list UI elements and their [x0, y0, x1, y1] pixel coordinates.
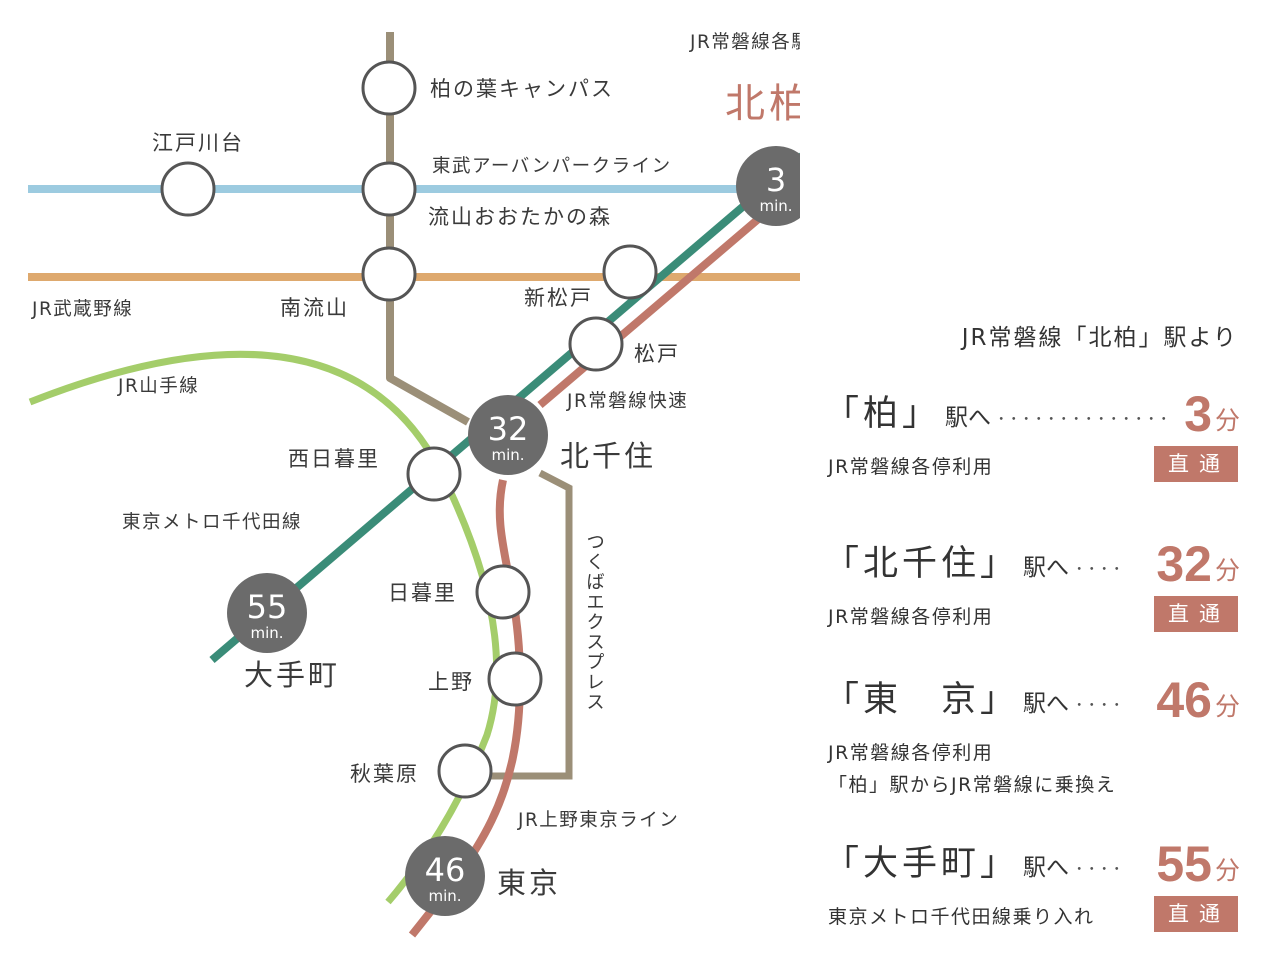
travel-time-panel: JR常磐線「北柏」駅より 「柏」駅へ･･････････････ 3 分 JR常…: [800, 318, 1240, 938]
tsukuba-express-line: [386, 32, 470, 426]
label-kita-senju: 北千住: [560, 439, 656, 473]
route-time-unit: 分: [1214, 856, 1240, 885]
station-nippori: [475, 564, 531, 620]
time-kashiwa: 3: [766, 161, 786, 199]
panel-title: JR常磐線「北柏」駅より: [961, 325, 1238, 351]
route-destination: 「北千住」: [824, 544, 1020, 584]
route-destination: 「柏」: [824, 394, 942, 434]
time-badge-otemachi: 55 min.: [227, 573, 307, 653]
station-edogawadai: [160, 161, 216, 217]
time-badge-kashiwa: 3 min.: [736, 146, 800, 226]
route-note: JR常磐線各停利用: [828, 456, 994, 478]
label-tokyo: 東京: [497, 866, 561, 900]
route-dots: ････: [1075, 560, 1126, 580]
tsukuba-express-line-south: [470, 469, 573, 780]
route-dots: ･･････････････: [997, 410, 1173, 430]
label-edogawadai: 江戸川台: [152, 131, 244, 155]
route-suffix: 駅へ: [1023, 855, 1070, 881]
route-kita-senju: 「北千住」駅へ････ 32 分 JR常磐線各停利用 直通: [800, 536, 1240, 668]
time-otemachi: 55: [247, 588, 288, 626]
label-musashino: JR武蔵野線: [31, 299, 133, 320]
route-dots: ････: [1075, 860, 1126, 880]
label-nishi-nippori: 西日暮里: [288, 447, 380, 471]
time-unit: min.: [491, 446, 524, 464]
yamanote-line: [28, 350, 501, 905]
through-service-badge: 直通: [1154, 896, 1238, 932]
route-kashiwa: 「柏」駅へ･･････････････ 3 分 JR常磐線各停利用 直通: [800, 386, 1240, 518]
route-suffix: 駅へ: [1023, 691, 1070, 717]
label-ueno-tokyo: JR上野東京ライン: [517, 810, 679, 831]
label-otemachi: 大手町: [244, 658, 340, 692]
time-kita-senju: 32: [488, 410, 529, 448]
time-badge-kita-senju: 32 min.: [468, 395, 548, 475]
label-nippori: 日暮里: [388, 581, 457, 605]
time-badge-tokyo: 46 min.: [405, 836, 485, 916]
label-otakanomori: 流山おおたかの森: [428, 205, 612, 229]
label-urban-park: 東武アーバンパークライン: [432, 156, 672, 177]
label-akihabara: 秋葉原: [350, 762, 419, 786]
route-time-unit: 分: [1214, 692, 1240, 721]
route-time-unit: 分: [1214, 406, 1240, 435]
route-destination: 「東 京」: [824, 680, 1020, 720]
route-otemachi: 「大手町」駅へ････ 55 分 東京メトロ千代田線乗り入れ 直通: [800, 836, 1240, 968]
route-note: JR常磐線各停利用: [828, 606, 994, 628]
label-tokiwa-local: JR常磐線各駅停車: [689, 32, 800, 53]
route-time-unit: 分: [1214, 556, 1240, 585]
route-time: 46: [1156, 672, 1212, 728]
label-tsukuba: つくばエクスプレス: [584, 532, 605, 712]
route-time: 3: [1184, 386, 1212, 442]
station-akihabara: [437, 743, 493, 799]
label-tokiwa-rapid: JR常磐線快速: [566, 391, 688, 412]
label-kitakashiwa: 北柏: [725, 81, 800, 127]
station-nishi-nippori: [406, 446, 462, 502]
route-dots: ････: [1075, 696, 1126, 716]
label-matsudo: 松戸: [634, 342, 680, 366]
route-time: 55: [1156, 836, 1212, 892]
through-service-badge: 直通: [1154, 596, 1238, 632]
time-unit: min.: [759, 197, 792, 215]
route-note: 東京メトロ千代田線乗り入れ: [828, 906, 1095, 928]
route-map: 3 min. 32 min. 46 min. 55 min. JR常磐線各駅停車…: [28, 32, 800, 938]
route-note-transfer: 「柏」駅からJR常磐線に乗換え: [828, 774, 1117, 796]
station-minami-nagareyama: [361, 246, 417, 302]
route-suffix: 駅へ: [945, 405, 992, 431]
label-chiyoda: 東京メトロ千代田線: [122, 512, 302, 533]
route-suffix: 駅へ: [1023, 555, 1070, 581]
label-shin-matsudo: 新松戸: [524, 286, 593, 310]
through-service-badge: 直通: [1154, 446, 1238, 482]
route-destination: 「大手町」: [824, 844, 1020, 884]
station-ueno: [487, 651, 543, 707]
station-matsudo: [568, 316, 624, 372]
station-shin-matsudo: [602, 244, 658, 300]
route-tokyo: 「東 京」駅へ････ 46 分 JR常磐線各停利用 「柏」駅からJR常磐線に乗…: [800, 672, 1240, 804]
station-kashiwanoha: [361, 60, 417, 116]
route-note: JR常磐線各停利用: [828, 742, 994, 764]
route-time: 32: [1156, 536, 1212, 592]
time-unit: min.: [250, 624, 283, 642]
label-yamanote: JR山手線: [117, 376, 199, 397]
label-minami-nagareyama: 南流山: [280, 296, 349, 320]
label-ueno: 上野: [428, 670, 474, 694]
time-unit: min.: [428, 887, 461, 905]
time-tokyo: 46: [425, 851, 466, 889]
label-kashiwanoha: 柏の葉キャンパス: [430, 77, 614, 101]
station-otakanomori: [361, 161, 417, 217]
